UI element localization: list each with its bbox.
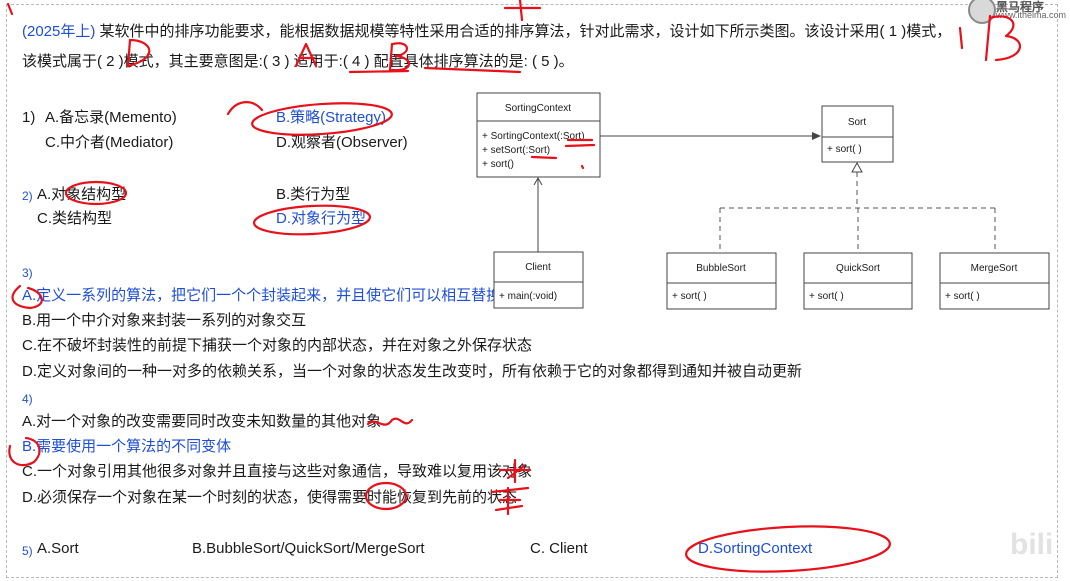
q3-option-a: A.定义一系列的算法，把它们一个个封装起来，并且使它们可以相互替换 bbox=[22, 287, 502, 304]
inheritance-triangle bbox=[851, 161, 863, 173]
client-method: + main(:void) bbox=[499, 291, 557, 302]
question-text-1: 某软件中的排序功能要求，能根据数据规模等特性采用合适的排序算法，针对此需求，设计… bbox=[99, 23, 952, 40]
quicksort-method: + sort( ) bbox=[809, 291, 844, 302]
logo-name: 黑马程序 bbox=[996, 0, 1045, 14]
q3-option-d: D.定义对象间的一种一对多的依赖关系，当一个对象的状态发生改变时，所有依赖于它的… bbox=[22, 363, 803, 380]
class-sortingcontext: SortingContext + SortingContext(:Sort) +… bbox=[476, 92, 601, 178]
sortingcontext-method-2: + setSort(:Sort) bbox=[482, 145, 550, 156]
class-sort: Sort + sort( ) bbox=[821, 105, 894, 163]
mergesort-name: MergeSort bbox=[971, 263, 1018, 274]
bubblesort-name: BubbleSort bbox=[696, 263, 746, 274]
sortingcontext-method-1: + SortingContext(:Sort) bbox=[482, 131, 585, 142]
class-quicksort: QuickSort + sort( ) bbox=[803, 252, 913, 310]
sort-name: Sort bbox=[848, 117, 867, 128]
quicksort-name: QuickSort bbox=[836, 263, 880, 274]
q2-number: 2) bbox=[22, 189, 33, 203]
class-mergesort: MergeSort + sort( ) bbox=[939, 252, 1050, 310]
q1-option-c: C.中介者(Mediator) bbox=[45, 134, 174, 151]
client-name: Client bbox=[525, 262, 551, 273]
q4-number: 4) bbox=[22, 392, 33, 406]
dependency-arrow bbox=[533, 176, 543, 252]
q4-option-b: B.需要使用一个算法的不同变体 bbox=[22, 438, 232, 455]
q1-number: 1) bbox=[22, 109, 36, 126]
q5-option-b: B.BubbleSort/QuickSort/MergeSort bbox=[192, 540, 425, 557]
q1-option-a: A.备忘录(Memento) bbox=[45, 109, 177, 126]
q1-option-d: D.观察者(Observer) bbox=[276, 134, 408, 151]
q5-option-c: C. Client bbox=[530, 540, 588, 557]
question-line-1: (2025年上) 某软件中的排序功能要求，能根据数据规模等特性采用合适的排序算法… bbox=[22, 22, 951, 42]
q4-option-a: A.对一个对象的改变需要同时改变未知数量的其他对象 bbox=[22, 413, 382, 430]
q3-option-b: B.用一个中介对象来封装一系列的对象交互 bbox=[22, 312, 307, 329]
q5-number: 5) bbox=[22, 544, 33, 558]
class-client: Client + main(:void) bbox=[493, 251, 584, 309]
q2-option-b: B.类行为型 bbox=[276, 186, 351, 203]
q5-option-a: A.Sort bbox=[37, 540, 79, 557]
q3-number: 3) bbox=[22, 266, 33, 280]
mergesort-method: + sort( ) bbox=[945, 291, 980, 302]
sortingcontext-method-3: + sort() bbox=[482, 159, 514, 170]
question-tag: (2025年上) bbox=[22, 23, 96, 40]
class-bubblesort: BubbleSort + sort( ) bbox=[666, 252, 777, 310]
association-arrow bbox=[600, 132, 821, 140]
q4-option-c: C.一个对象引用其他很多对象并且直接与这些对象通信，导致难以复用该对象 bbox=[22, 463, 533, 480]
sortingcontext-name: SortingContext bbox=[505, 103, 571, 114]
logo-url: www.itheima.com bbox=[996, 10, 1067, 20]
q3-option-c: C.在不破坏封装性的前提下捕获一个对象的内部状态，并在对象之外保存状态 bbox=[22, 337, 533, 354]
watermark: bili bbox=[1010, 528, 1054, 561]
realization-lines bbox=[719, 172, 996, 253]
sort-method: + sort( ) bbox=[827, 144, 862, 155]
q2-option-c: C.类结构型 bbox=[37, 210, 113, 227]
bubblesort-method: + sort( ) bbox=[672, 291, 707, 302]
